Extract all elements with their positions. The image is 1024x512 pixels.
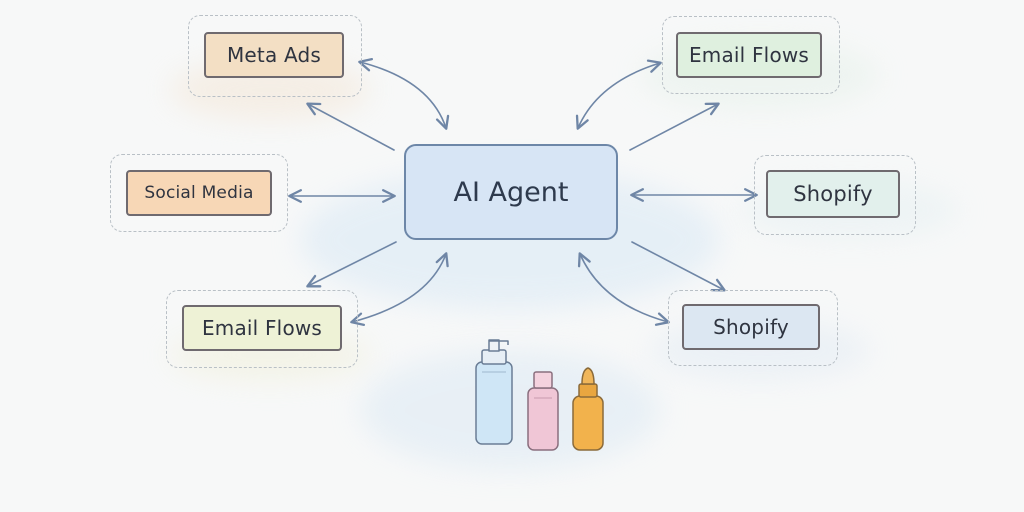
arrow-email-top-curve: [575, 59, 662, 130]
social-media-frame: [110, 154, 288, 232]
product-bottles-illustration: [475, 339, 604, 451]
pump-bottle-icon: [475, 339, 513, 445]
email-flows-top-label: Email Flows: [688, 43, 810, 67]
shopify-right-label: Shopify: [793, 182, 873, 206]
arrow-meta-ads-curve: [358, 57, 450, 130]
meta-ads-node: Meta Ads: [204, 32, 344, 78]
arrow-shopify-bottom-curve: [577, 252, 670, 326]
shopify-right-node: Shopify: [766, 170, 900, 218]
social-media-label: Social Media: [144, 183, 254, 203]
email-flows-top-node: Email Flows: [676, 32, 822, 78]
email-flows-bottom-node: Email Flows: [182, 305, 342, 351]
meta-ads-frame: [188, 15, 362, 97]
arrow-email-bottom-line: [306, 241, 397, 288]
meta-ads-label: Meta Ads: [226, 43, 322, 67]
ai-agent-label: AI Agent: [453, 176, 569, 208]
arrow-email-top-line: [629, 102, 720, 151]
shopify-bottom-label: Shopify: [713, 315, 789, 339]
shopify-right-frame: [754, 155, 916, 235]
ai-agent-node: AI Agent: [404, 144, 618, 240]
arrow-shopify-bottom-line: [631, 241, 726, 292]
shopify-bottom-frame: [668, 290, 838, 366]
social-media-node: Social Media: [126, 170, 272, 216]
email-flows-bottom-frame: [166, 290, 358, 368]
email-flows-bottom-label: Email Flows: [201, 316, 323, 340]
email-flows-top-frame: [662, 16, 840, 94]
pink-bottle-icon: [527, 371, 559, 451]
shopify-bottom-node: Shopify: [682, 304, 820, 350]
arrow-email-bottom-curve: [350, 252, 449, 326]
dropper-bottle-icon: [572, 367, 604, 451]
arrow-meta-ads-line: [306, 102, 395, 151]
